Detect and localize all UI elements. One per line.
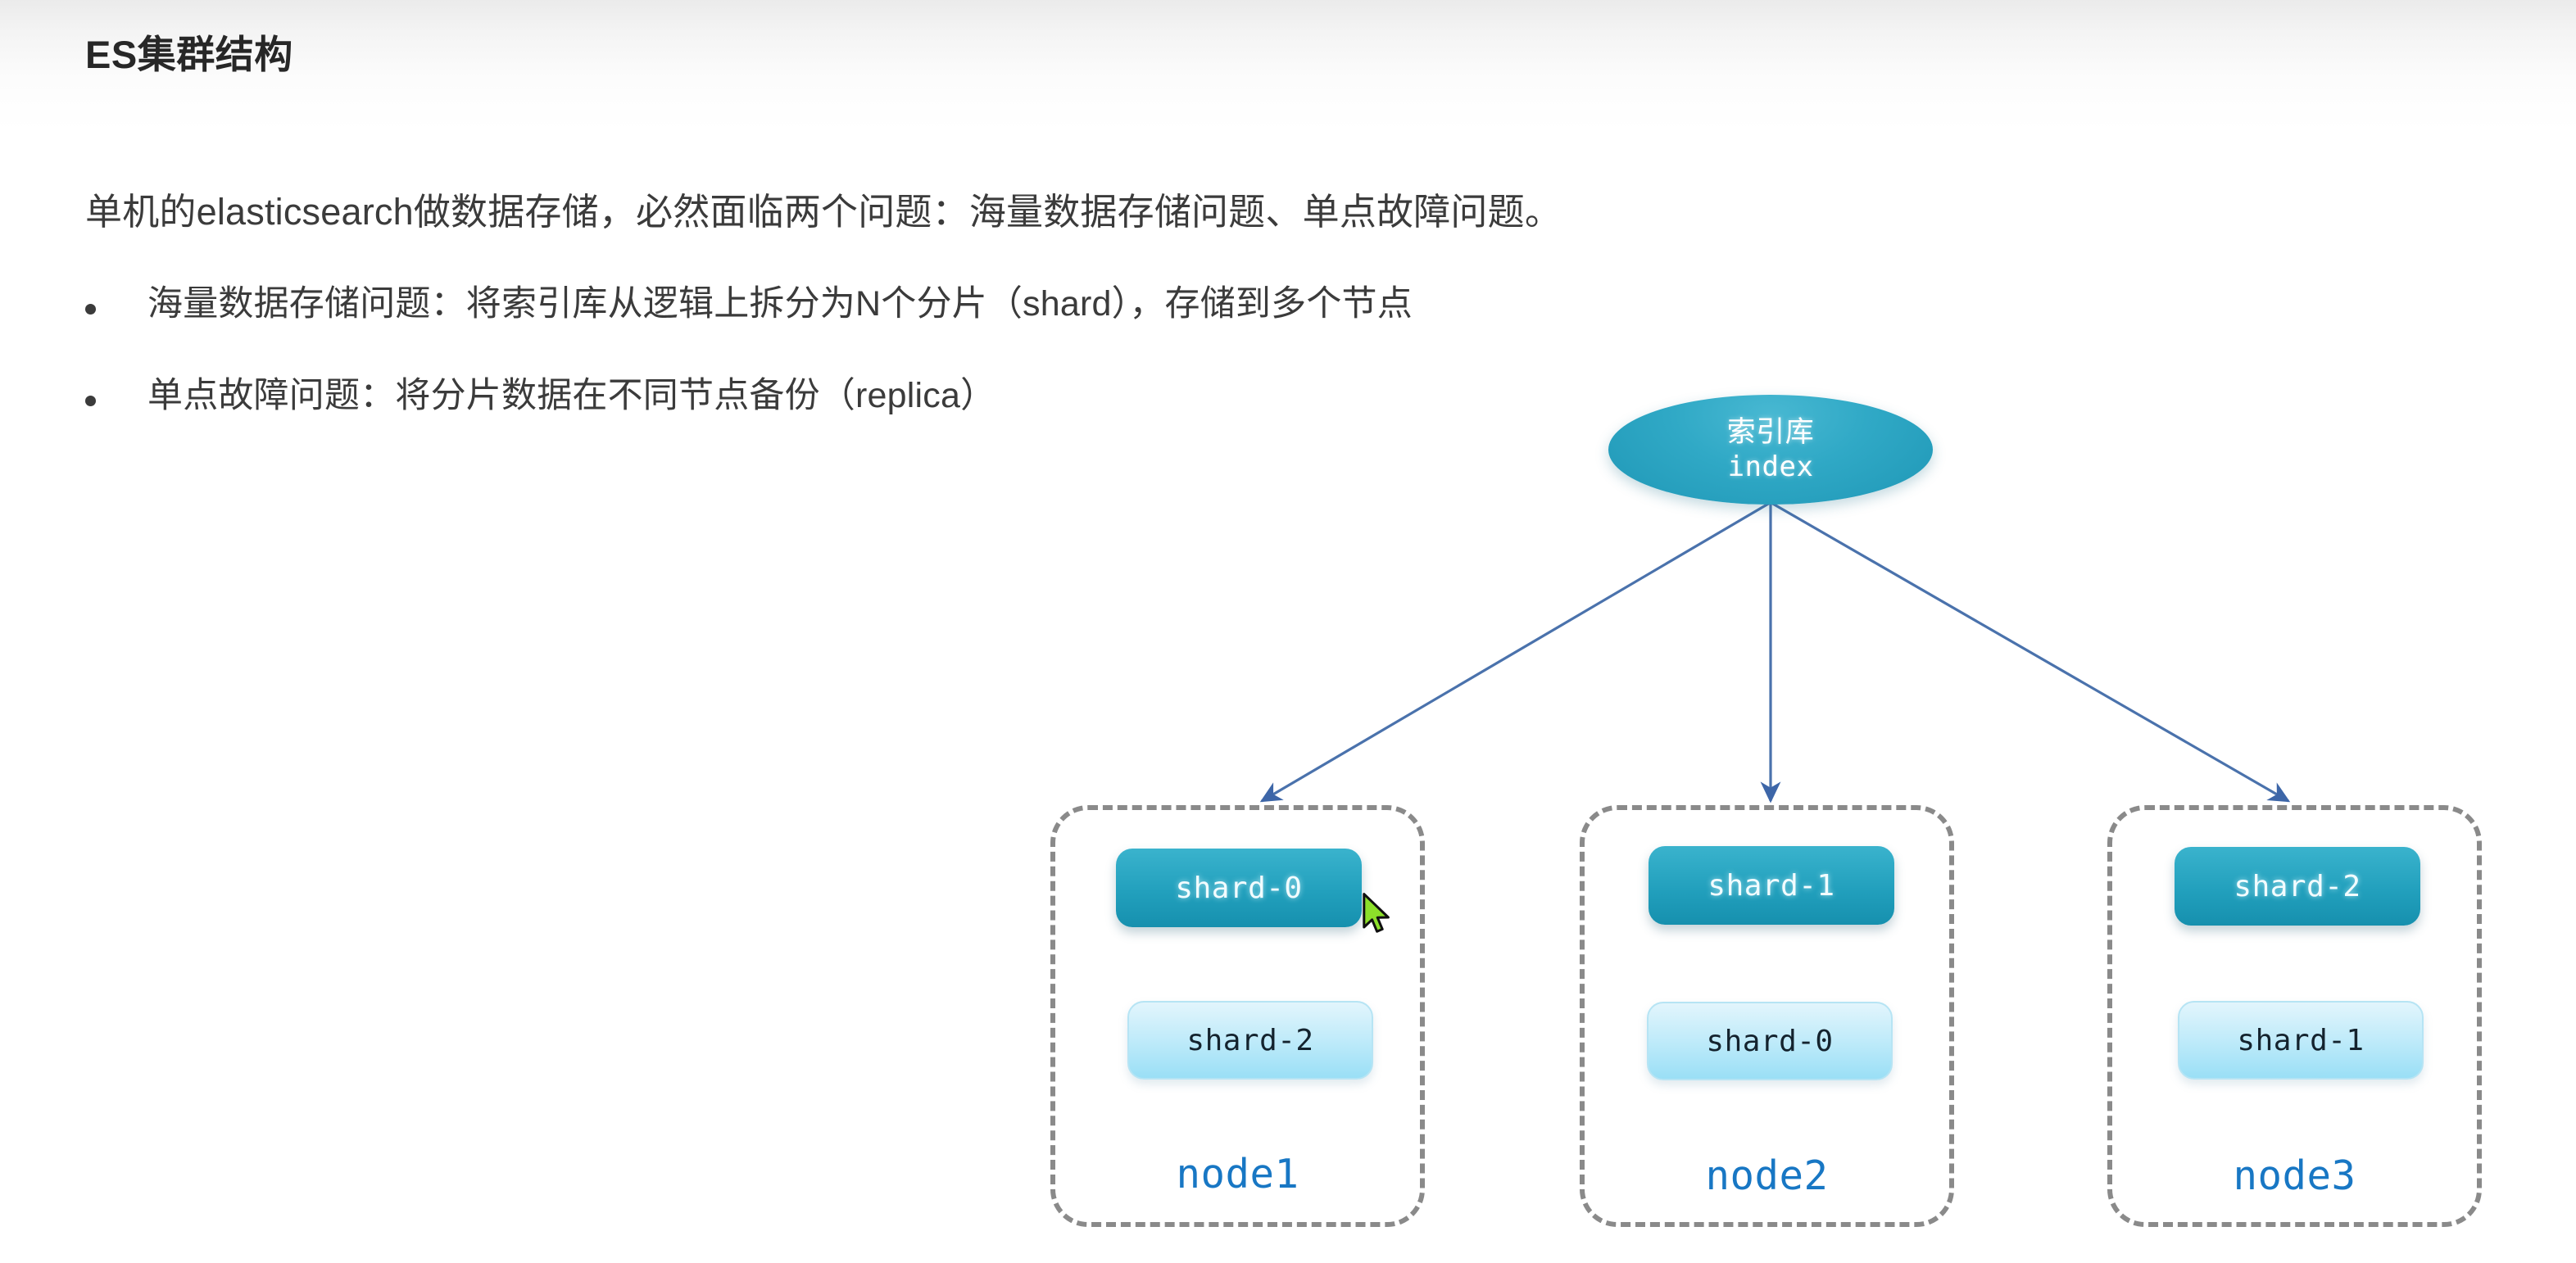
page-title: ES集群结构 (85, 33, 293, 76)
node-container-node1[interactable]: shard-0 shard-2 node1 (1050, 805, 1425, 1227)
index-label-cn: 索引库 (1726, 415, 1815, 448)
node-label-node2: node2 (1705, 1152, 1829, 1199)
node-label-node1: node1 (1176, 1151, 1299, 1197)
bullet-item-1: 海量数据存储问题：将索引库从逻辑上拆分为N个分片（shard），存储到多个节点 (85, 283, 1413, 327)
bullet-dot-icon (85, 396, 96, 406)
mouse-cursor-icon (1363, 893, 1390, 933)
shard-replica-node2[interactable]: shard-0 (1647, 1002, 1893, 1080)
connector-index-to-node3 (1771, 501, 2291, 803)
bullet-text-2: 单点故障问题：将分片数据在不同节点备份（replica） (147, 376, 996, 415)
node-label-node3: node3 (2233, 1152, 2356, 1199)
shard-replica-node1[interactable]: shard-2 (1127, 1001, 1373, 1080)
intro-paragraph: 单机的elasticsearch做数据存储，必然面临两个问题：海量数据存储问题、… (85, 191, 1562, 233)
bullet-text-1: 海量数据存储问题：将索引库从逻辑上拆分为N个分片（shard），存储到多个节点 (147, 284, 1413, 324)
index-label-en: index (1727, 450, 1814, 483)
shard-primary-node2[interactable]: shard-1 (1649, 846, 1894, 925)
connector-index-to-node1 (1259, 501, 1771, 803)
shard-replica-node3[interactable]: shard-1 (2178, 1001, 2424, 1080)
shard-primary-node3[interactable]: shard-2 (2175, 847, 2420, 926)
node-container-node3[interactable]: shard-2 shard-1 node3 (2107, 805, 2482, 1227)
bullet-item-2: 单点故障问题：将分片数据在不同节点备份（replica） (85, 374, 995, 419)
index-node[interactable]: 索引库 index (1608, 395, 1933, 505)
shard-primary-node1[interactable]: shard-0 (1116, 849, 1362, 927)
bullet-dot-icon (85, 304, 96, 315)
node-container-node2[interactable]: shard-1 shard-0 node2 (1580, 805, 1954, 1227)
